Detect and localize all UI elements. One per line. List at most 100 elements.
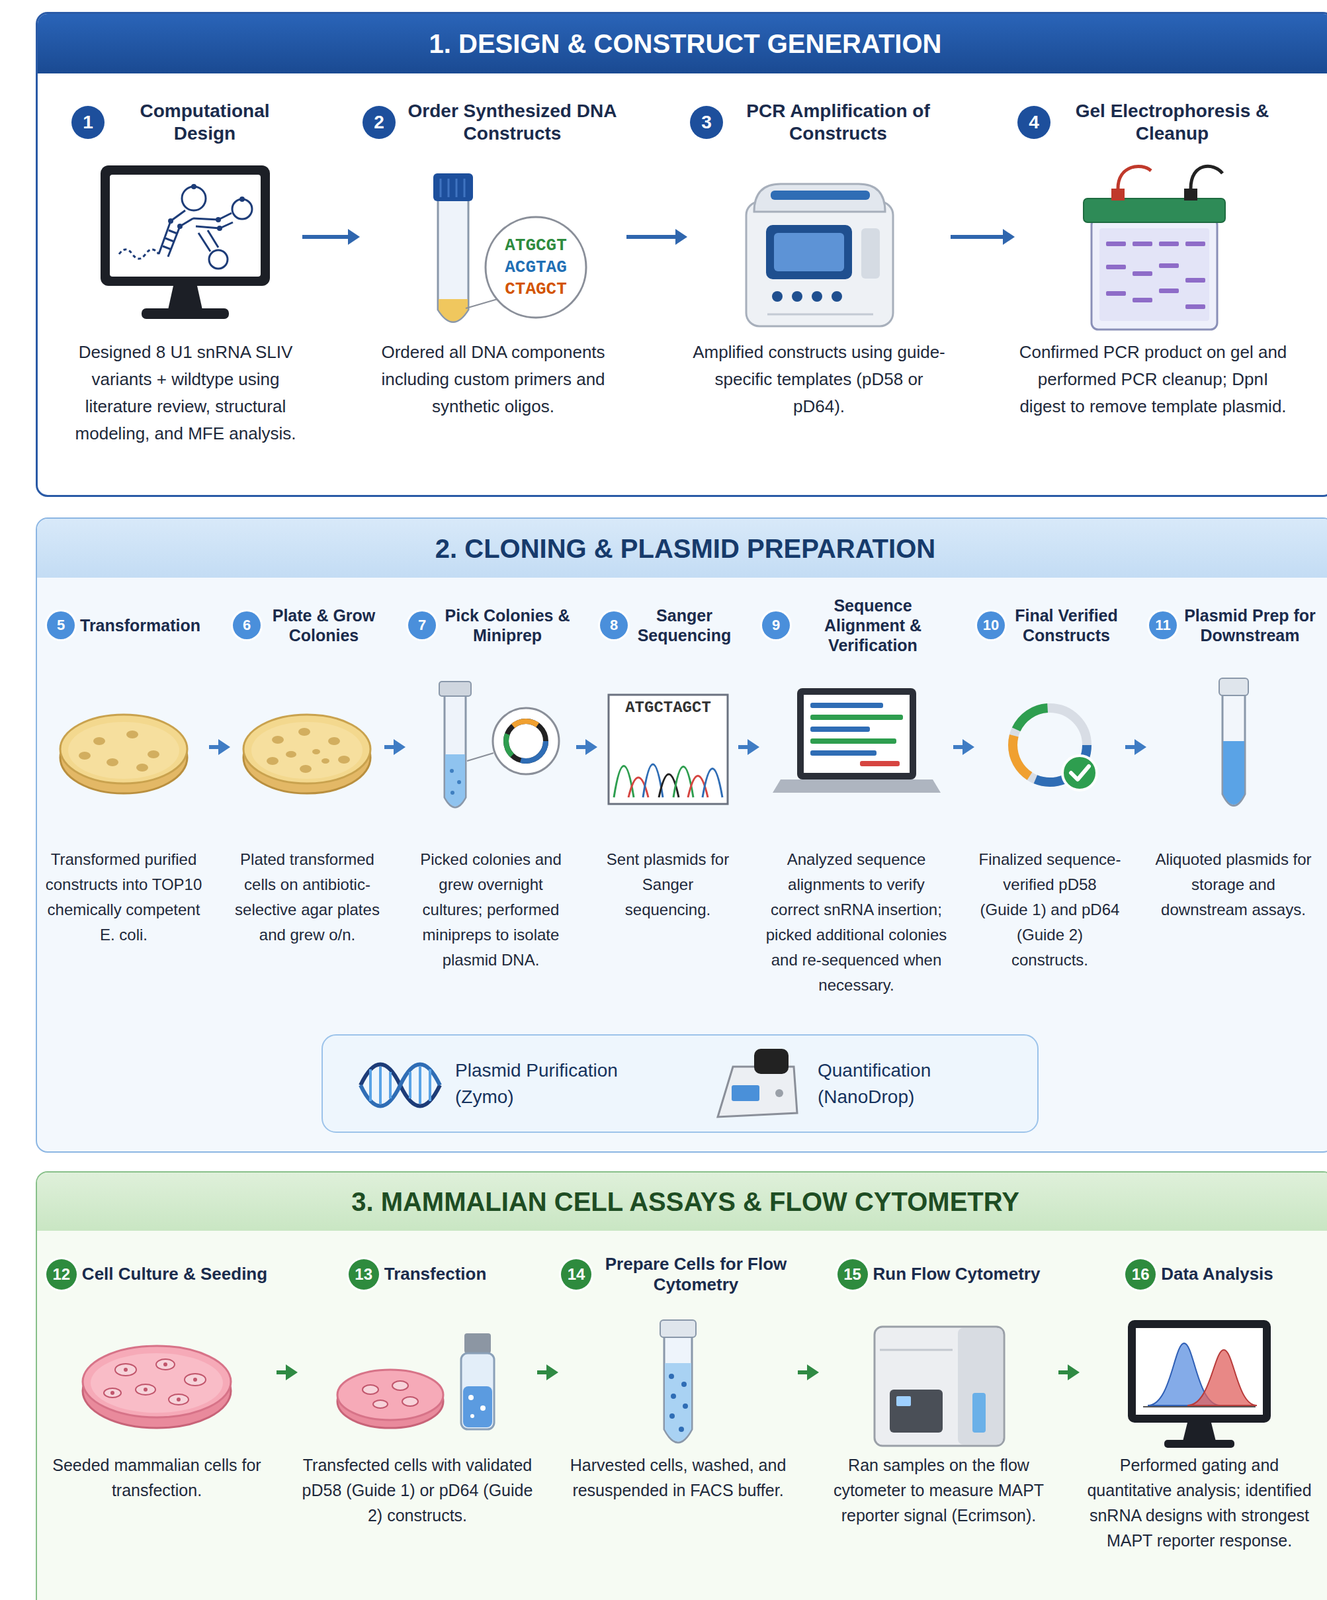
arrowhead — [393, 738, 406, 755]
facs-tube-icon — [670, 1393, 677, 1399]
transfection-icon — [402, 1396, 419, 1406]
arrowhead — [675, 228, 688, 245]
callout-number: 3 — [701, 113, 712, 132]
flow-arrow — [537, 1364, 559, 1380]
step-description: Harvested cells, washed, and resuspended… — [560, 1452, 796, 1503]
thermocycler-icon — [831, 291, 843, 302]
info-text: Quantification (NanoDrop) — [817, 1035, 1017, 1132]
process-step: 5TransformationTransformed purified cons… — [41, 592, 207, 948]
flow-arrow — [950, 228, 1015, 245]
miniprep-tube-icon — [444, 694, 466, 808]
chromatogram-icon — [702, 768, 723, 798]
step-title: Prepare Cells for Flow Cytometry — [596, 1253, 796, 1295]
step-description: Ordered all DNA components including cus… — [362, 338, 624, 421]
arrow-shaft — [953, 744, 964, 749]
transfection-icon — [362, 1384, 379, 1394]
step-title: Computational Design — [109, 99, 300, 145]
step-description: Designed 8 U1 snRNA SLIV variants + wild… — [71, 338, 300, 448]
laptop-icon — [772, 779, 941, 793]
arrow-shaft — [626, 234, 677, 239]
histogram-monitor-icon — [1143, 1405, 1256, 1408]
callout-number: 5 — [56, 617, 65, 633]
step-number-badge: 8 — [599, 611, 628, 640]
flow-arrow — [738, 738, 760, 755]
step-number-badge: 13 — [348, 1258, 380, 1290]
plasmid-check-icon — [1062, 755, 1097, 790]
callout-number: 1 — [82, 113, 94, 132]
histogram-monitor-icon — [1187, 1349, 1257, 1406]
gel-box-icon — [1190, 166, 1223, 189]
icon-space — [599, 658, 736, 847]
step-number-badge: 14 — [560, 1258, 592, 1290]
callout-number: 7 — [418, 617, 427, 633]
facs-tube-icon — [668, 1373, 688, 1432]
chromatogram-icon — [608, 694, 728, 804]
miniprep-tube-icon — [506, 721, 546, 761]
chromatogram-icon — [628, 777, 649, 798]
petri-dish-icon — [243, 721, 371, 794]
process-step: 15Run Flow CytometryRan samples on the f… — [821, 1238, 1056, 1528]
monitor-icon — [168, 218, 194, 257]
flow-cytometer-icon — [889, 1389, 943, 1433]
thermocycler-icon — [767, 313, 874, 316]
facs-tube-icon — [682, 1403, 688, 1409]
step-heading-row: 12Cell Culture & Seeding — [39, 1238, 274, 1310]
test-tube-icon — [438, 299, 468, 322]
transfection-icon — [337, 1374, 444, 1428]
monitor-icon — [209, 250, 228, 269]
storage-tube-icon — [1219, 678, 1249, 696]
monitor-icon — [119, 186, 253, 269]
dna-helix-icon — [360, 1064, 440, 1107]
transfection-icon — [392, 1380, 409, 1390]
section-panel: 1. DESIGN & CONSTRUCT GENERATION1Computa… — [35, 11, 1327, 497]
step-number-badge: 15 — [837, 1258, 868, 1290]
section-header-band: 2. CLONING & PLASMID PREPARATION — [37, 518, 1327, 578]
laptop-icon — [859, 760, 900, 767]
process-step: 1 Computational DesignDesigned 8 U1 snRNA… — [71, 89, 300, 448]
sequence-text: ATGCTAGCT — [615, 698, 722, 718]
icon-space — [977, 658, 1123, 847]
gel-box-icon — [1185, 304, 1206, 309]
miniprep-tube-icon — [506, 721, 546, 761]
petri-dish-icon — [78, 730, 160, 772]
icon-space — [821, 1309, 1056, 1453]
step-description: Finalized sequence-verified pD58 (Guide … — [977, 846, 1123, 973]
step-heading-row: 13Transfection — [300, 1238, 535, 1310]
info-box: Plasmid Purification (Zymo) Quantificatio… — [321, 1033, 1039, 1133]
plasmid-check-icon — [1012, 707, 1097, 790]
step-heading-row: 14Prepare Cells for Flow Cytometry — [560, 1238, 796, 1310]
petri-dish-icon — [147, 750, 160, 759]
step-description: Aliquoted plasmids for storage and downs… — [1149, 846, 1318, 923]
petri-dish-icon — [68, 721, 180, 779]
process-step: 16Data AnalysisPerformed gating and quan… — [1082, 1238, 1317, 1553]
transfection-icon — [337, 1332, 495, 1429]
thermocycler-icon — [754, 183, 886, 212]
transfection-icon — [470, 1413, 475, 1418]
arrowhead — [347, 228, 360, 245]
cell-dish-icon — [184, 1373, 206, 1386]
monitor-icon — [195, 222, 233, 229]
step-number-badge: 12 — [46, 1258, 77, 1290]
flow-arrow — [1058, 1364, 1080, 1380]
nanodrop-icon — [717, 1066, 798, 1117]
test-tube-icon — [485, 216, 587, 318]
monitor-icon — [168, 285, 203, 310]
petri-dish-icon — [271, 735, 284, 744]
callout-number: 4 — [1028, 113, 1040, 132]
cell-dish-icon — [156, 1358, 175, 1370]
laptop-icon — [772, 687, 941, 793]
monitor-icon — [198, 230, 219, 252]
arrowhead — [807, 1364, 819, 1380]
info-text: Plasmid Purification (Zymo) — [455, 1035, 654, 1132]
sequence-text: ACGTAG — [486, 257, 586, 278]
transfection-icon — [468, 1394, 474, 1400]
section-panel: 2. CLONING & PLASMID PREPARATION 5Transfo… — [35, 517, 1327, 1153]
monitor-icon — [100, 165, 270, 286]
facs-tube-icon — [681, 1381, 687, 1387]
gel-box-icon — [1083, 166, 1226, 330]
facs-tube-icon — [669, 1412, 675, 1419]
gel-box-icon — [1132, 297, 1153, 303]
step-number-badge: 10 — [977, 611, 1005, 640]
